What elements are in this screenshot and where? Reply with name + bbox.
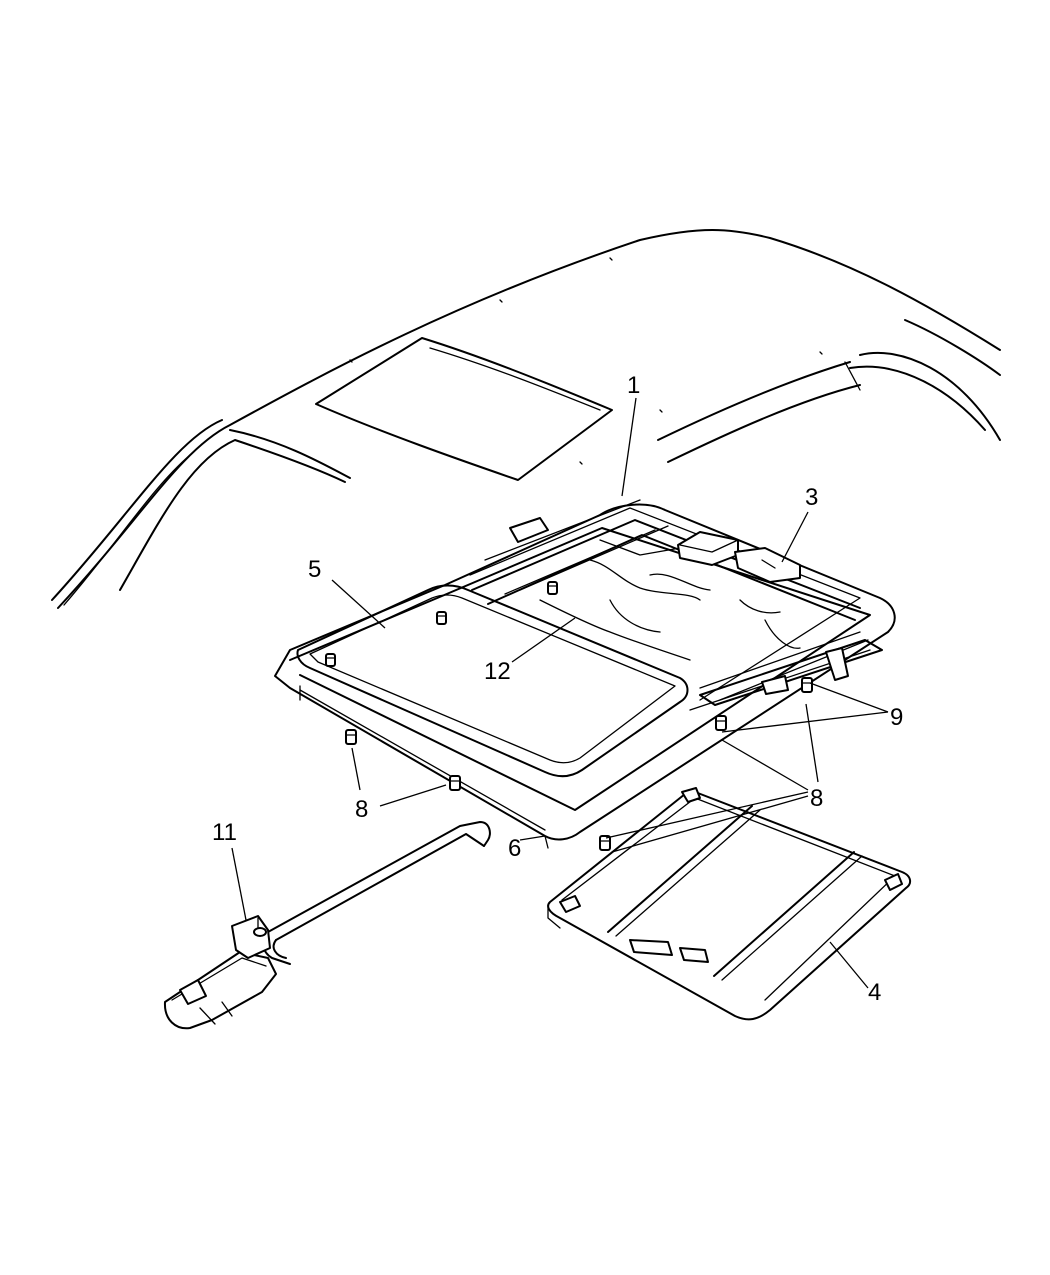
bolt-icon [325,653,336,667]
callout-12: 12 [484,658,511,685]
callouts: 1 3 5 12 9 8 8 6 11 4 [212,372,903,1006]
sunroof-module [274,499,896,849]
bolt-icon [436,611,447,625]
roof-panel [51,229,1001,609]
callout-8-left: 8 [355,796,368,823]
bolt-icon [345,729,357,745]
callout-6: 6 [508,835,521,862]
callout-5: 5 [308,556,321,583]
bolt-icon [801,677,813,693]
bolt-icon [449,775,461,791]
callout-11: 11 [212,819,237,846]
drain-tube [163,821,491,1030]
bolt-icon [599,835,611,851]
callout-3: 3 [805,484,818,511]
callout-8-right: 8 [810,785,823,812]
callout-9: 9 [890,704,903,731]
glass-panel [296,584,689,778]
callout-1: 1 [627,372,640,399]
callout-4: 4 [868,979,881,1006]
sunshade [547,787,912,1021]
bolt-icon [715,715,727,731]
leader-lines [231,397,889,989]
frame-bolts [325,581,813,851]
bolt-icon [547,581,558,595]
